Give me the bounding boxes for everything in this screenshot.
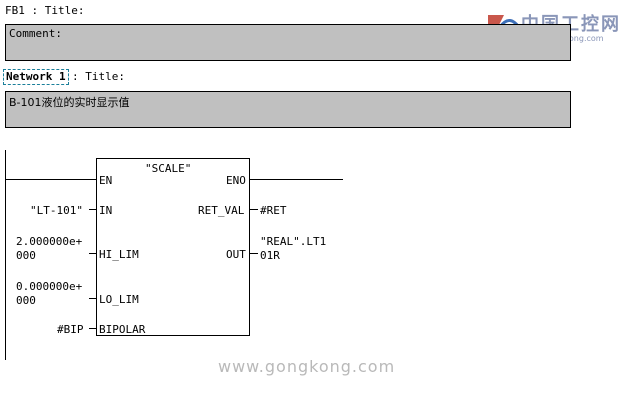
in-stub — [89, 209, 96, 210]
bipolar-param[interactable]: #BIP — [57, 323, 84, 336]
scale-function-block[interactable] — [96, 158, 250, 336]
hi-lim-param-line2[interactable]: 000 — [16, 249, 36, 262]
pin-en: EN — [99, 174, 113, 187]
pin-in: IN — [99, 204, 113, 217]
lo-lim-param-line2[interactable]: 000 — [16, 294, 36, 307]
bipolar-stub — [89, 328, 96, 329]
comment-box[interactable]: Comment: — [5, 24, 571, 61]
pin-hi-lim: HI_LIM — [99, 248, 139, 261]
network-title: : Title: — [72, 70, 125, 83]
fb-title: FB1 : Title: — [5, 4, 85, 17]
pin-ret-val: RET_VAL — [198, 204, 245, 217]
pin-eno: ENO — [226, 174, 246, 187]
network-label[interactable]: Network 1 — [3, 69, 69, 85]
out-param-line1[interactable]: "REAL".LT1 — [260, 235, 327, 248]
watermark-text: www.gongkong.com — [218, 357, 396, 376]
lo-lim-param-line1[interactable]: 0.000000e+ — [16, 280, 83, 293]
out-param-line2[interactable]: 01R — [260, 249, 280, 262]
in-param[interactable]: "LT-101" — [30, 204, 83, 217]
pin-out: OUT — [226, 248, 246, 261]
eno-wire — [250, 179, 343, 180]
comment-text: Comment: — [9, 27, 62, 40]
hi-lim-param-line1[interactable]: 2.000000e+ — [16, 235, 83, 248]
out-stub — [250, 253, 258, 254]
hi-lim-stub — [89, 253, 96, 254]
power-rail — [5, 150, 6, 360]
en-wire — [5, 179, 96, 180]
ret-val-stub — [250, 209, 258, 210]
network-comment-box[interactable]: B-101液位的实时显示值 — [5, 91, 571, 128]
network-comment-text: B-101液位的实时显示值 — [9, 96, 130, 109]
pin-lo-lim: LO_LIM — [99, 293, 139, 306]
lo-lim-stub — [89, 298, 96, 299]
pin-bipolar: BIPOLAR — [99, 323, 146, 336]
block-name: "SCALE" — [145, 162, 192, 175]
ret-val-param[interactable]: #RET — [260, 204, 287, 217]
